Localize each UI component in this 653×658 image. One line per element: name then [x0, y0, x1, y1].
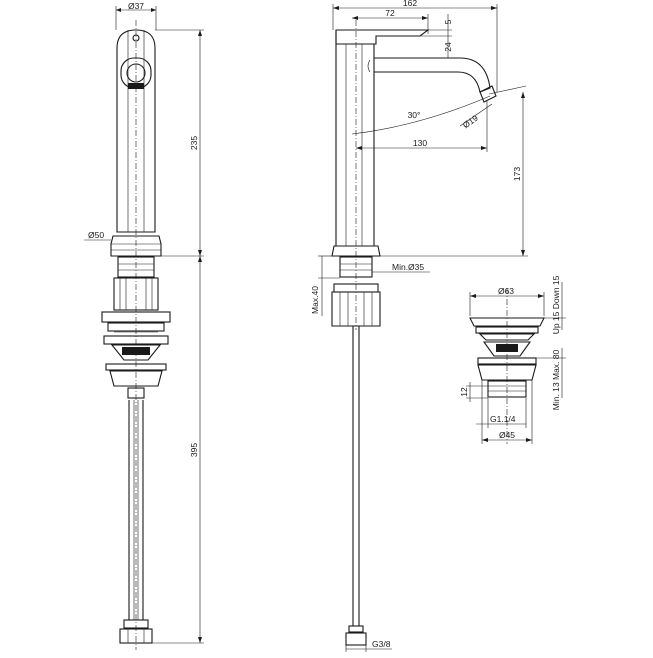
- dim-diam-37: Ø37: [128, 1, 144, 11]
- dim-up-down-15: Up 15 Down 15: [551, 275, 561, 334]
- dim-min-max: Min. 13 Max. 80: [551, 349, 561, 410]
- dim-30deg: 30°: [408, 110, 421, 120]
- dim-5: 5: [443, 19, 453, 24]
- dim-12: 12: [459, 387, 469, 397]
- dim-235: 235: [189, 136, 199, 150]
- front-view: Ø37 Ø50: [84, 1, 204, 650]
- dim-g114: G1.1/4: [490, 414, 516, 424]
- dim-diam-19: Ø19: [461, 113, 480, 131]
- dim-130: 130: [413, 138, 427, 148]
- dim-173: 173: [512, 167, 522, 181]
- dim-max-40: Max.40: [310, 286, 320, 314]
- waste-view: Ø63 Up 15 Down 15 Min. 13 Max. 80 12 G1.…: [459, 275, 566, 444]
- dim-162: 162: [403, 0, 417, 8]
- dim-diam-50: Ø50: [88, 230, 104, 240]
- dim-72: 72: [385, 8, 395, 18]
- dim-min-35: Min.Ø35: [392, 262, 424, 272]
- dim-24: 24: [443, 42, 453, 52]
- side-view: 162 72 5 24 30° Ø19 130: [310, 0, 528, 652]
- dim-diam-63: Ø63: [498, 286, 514, 296]
- dim-g38: G3/8: [372, 639, 391, 649]
- dim-395: 395: [189, 443, 199, 457]
